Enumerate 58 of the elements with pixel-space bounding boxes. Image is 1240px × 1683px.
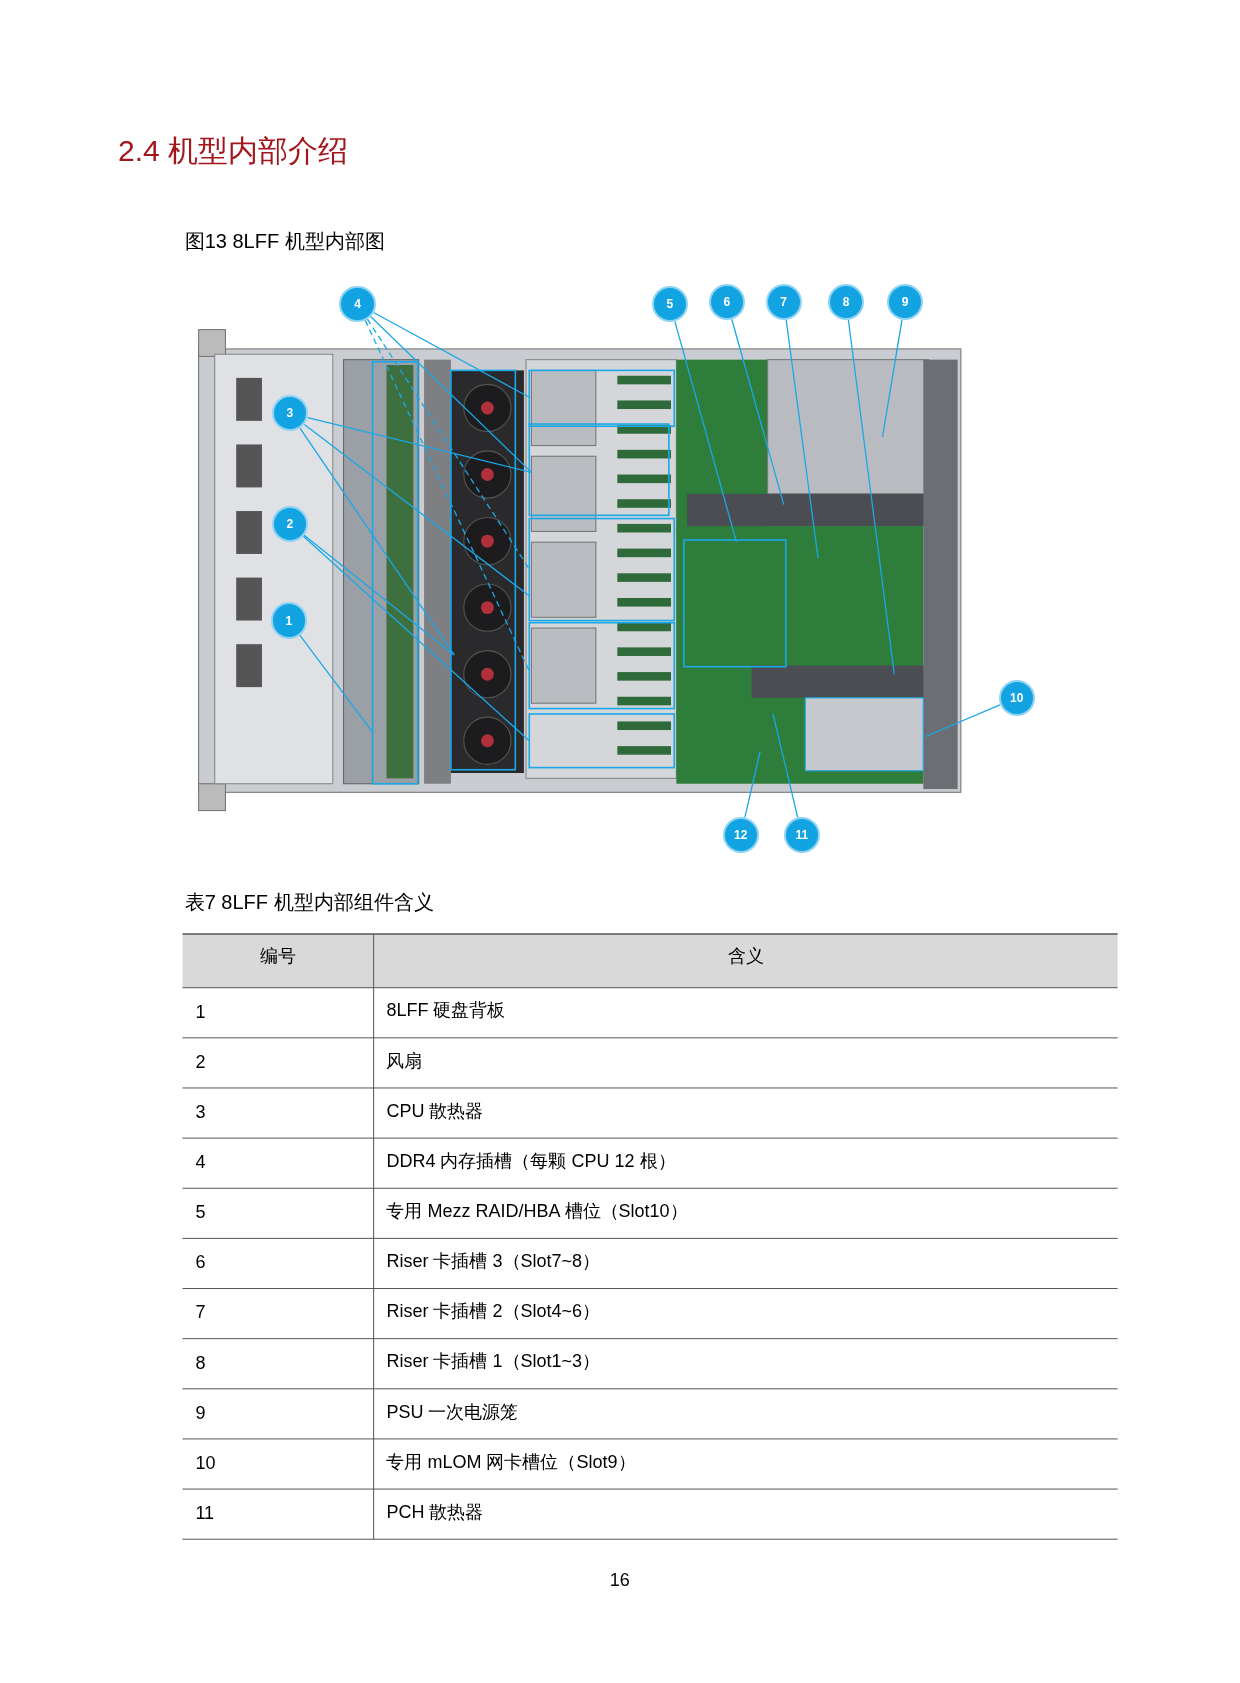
table-cell: 8 <box>195 1352 206 1374</box>
leader-line <box>881 319 903 438</box>
table-cell-text: DDR4 内存插槽（每颗 CPU 12 根） <box>386 1149 676 1173</box>
callout-number: 5 <box>653 287 686 320</box>
table-cell: 9 <box>195 1402 206 1424</box>
table-cell-text: CPU 散热器 <box>386 1099 484 1123</box>
leader-line <box>772 713 799 819</box>
callout-number: 12 <box>724 819 757 852</box>
leader-line <box>364 319 530 672</box>
leader-line <box>299 634 374 733</box>
leader-line <box>366 318 530 570</box>
callout-number: 8 <box>829 285 863 318</box>
column-header: 编号 <box>259 944 298 968</box>
table-cell: 1 <box>195 1001 206 1023</box>
table-cell-text: 专用 Mezz RAID/HBA 槽位（Slot10） <box>386 1200 688 1223</box>
page-number: 16 <box>609 1569 630 1591</box>
leader-line <box>303 423 530 597</box>
callout-number: 9 <box>888 285 922 318</box>
callout-number: 10 <box>1000 681 1033 714</box>
leader-line <box>744 750 761 819</box>
table-cell: 3 <box>195 1101 206 1123</box>
table-cell-text: PSU 一次电源笼 <box>386 1400 519 1424</box>
table-cell: 2 <box>195 1051 206 1073</box>
table-cell-text: 8LFF 硬盘背板 <box>386 999 506 1023</box>
leader-line <box>785 319 819 559</box>
leader-line <box>731 318 785 506</box>
leader-line <box>372 311 530 398</box>
leader-line <box>847 319 895 675</box>
callout-number: 4 <box>341 287 374 320</box>
table-cell: 6 <box>195 1252 206 1274</box>
table-cell: 4 <box>195 1152 206 1174</box>
table-cell-text: 风扇 <box>386 1049 423 1073</box>
callout-number: 6 <box>710 285 743 318</box>
leader-line <box>302 535 530 742</box>
table-caption: 表7 8LFF 机型内部组件含义 <box>184 889 434 915</box>
column-header: 含义 <box>726 944 765 968</box>
table-cell: 11 <box>195 1503 215 1524</box>
leader-line <box>306 417 533 474</box>
leader-line <box>924 704 1001 738</box>
table-cell-text: 专用 mLOM 网卡槽位（Slot9） <box>386 1450 636 1474</box>
table-cell: 7 <box>195 1302 206 1324</box>
callout-number: 1 <box>272 604 305 637</box>
leader-line <box>674 320 738 543</box>
callout-number: 2 <box>273 507 306 540</box>
figure-caption: 图13 8LFF 机型内部图 <box>184 228 385 254</box>
table-cell-text: Riser 卡插槽 3（Slot7~8） <box>386 1250 601 1274</box>
section-heading: 2.4 机型内部介绍 <box>118 132 349 169</box>
table-cell-text: PCH 散热器 <box>386 1500 484 1524</box>
callout-number: 3 <box>273 397 306 430</box>
callout-number: 7 <box>767 285 800 318</box>
leader-line <box>369 315 533 474</box>
table-cell: 5 <box>195 1202 206 1224</box>
table-cell-text: Riser 卡插槽 1（Slot1~3） <box>386 1350 601 1374</box>
leader-line <box>299 427 455 656</box>
table-cell-text: Riser 卡插槽 2（Slot4~6） <box>386 1300 601 1324</box>
callout-number: 11 <box>785 819 819 852</box>
table-cell: 10 <box>195 1452 216 1474</box>
leader-line <box>303 534 455 656</box>
